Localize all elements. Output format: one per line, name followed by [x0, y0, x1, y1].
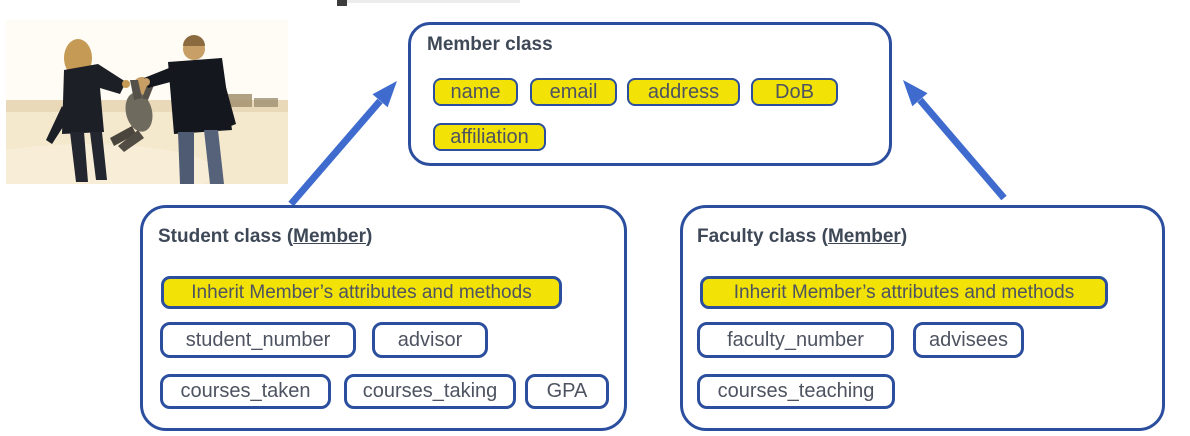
attribute-chip-advisor: advisor — [372, 322, 488, 358]
cropped-title-fragment — [337, 0, 347, 6]
faculty-title-parent-link: Member — [827, 226, 901, 247]
attribute-chip-courses-taking: courses_taking — [344, 374, 516, 409]
cropped-title-underline — [347, 0, 520, 3]
attribute-chip-gpa: GPA — [525, 374, 609, 409]
student-class-title: Student class (Member) — [158, 226, 372, 248]
attribute-chip-advisees: advisees — [913, 322, 1024, 358]
faculty-class-title: Faculty class (Member) — [697, 226, 907, 248]
attribute-chip-dob: DoB — [751, 78, 838, 106]
attribute-chip-courses-taken: courses_taken — [160, 374, 331, 409]
attribute-chip-student-number: student_number — [160, 322, 356, 358]
attribute-chip-address: address — [627, 78, 740, 106]
inheritance-arrow-left — [288, 81, 397, 207]
attribute-chip-affiliation: affiliation — [433, 123, 546, 151]
faculty-inherit-chip: Inherit Member’s attributes and methods — [700, 276, 1108, 309]
student-title-prefix: Student class ( — [158, 226, 294, 247]
student-title-suffix: ) — [366, 226, 373, 247]
faculty-title-suffix: ) — [900, 226, 908, 247]
student-inherit-chip: Inherit Member’s attributes and methods — [161, 276, 562, 309]
student-title-parent-link: Member — [293, 226, 367, 247]
family-photo — [6, 20, 288, 184]
attribute-chip-faculty-number: faculty_number — [697, 322, 894, 358]
attribute-chip-email: email — [530, 78, 617, 106]
attribute-chip-name: name — [433, 78, 518, 106]
attribute-chip-courses-teaching: courses_teaching — [697, 374, 895, 409]
inheritance-arrow-right — [903, 80, 1007, 201]
man-figure — [142, 35, 236, 184]
member-class-title: Member class — [427, 34, 553, 55]
woman-figure — [46, 39, 130, 182]
faculty-title-prefix: Faculty class ( — [697, 226, 828, 247]
child-figure — [110, 77, 156, 152]
